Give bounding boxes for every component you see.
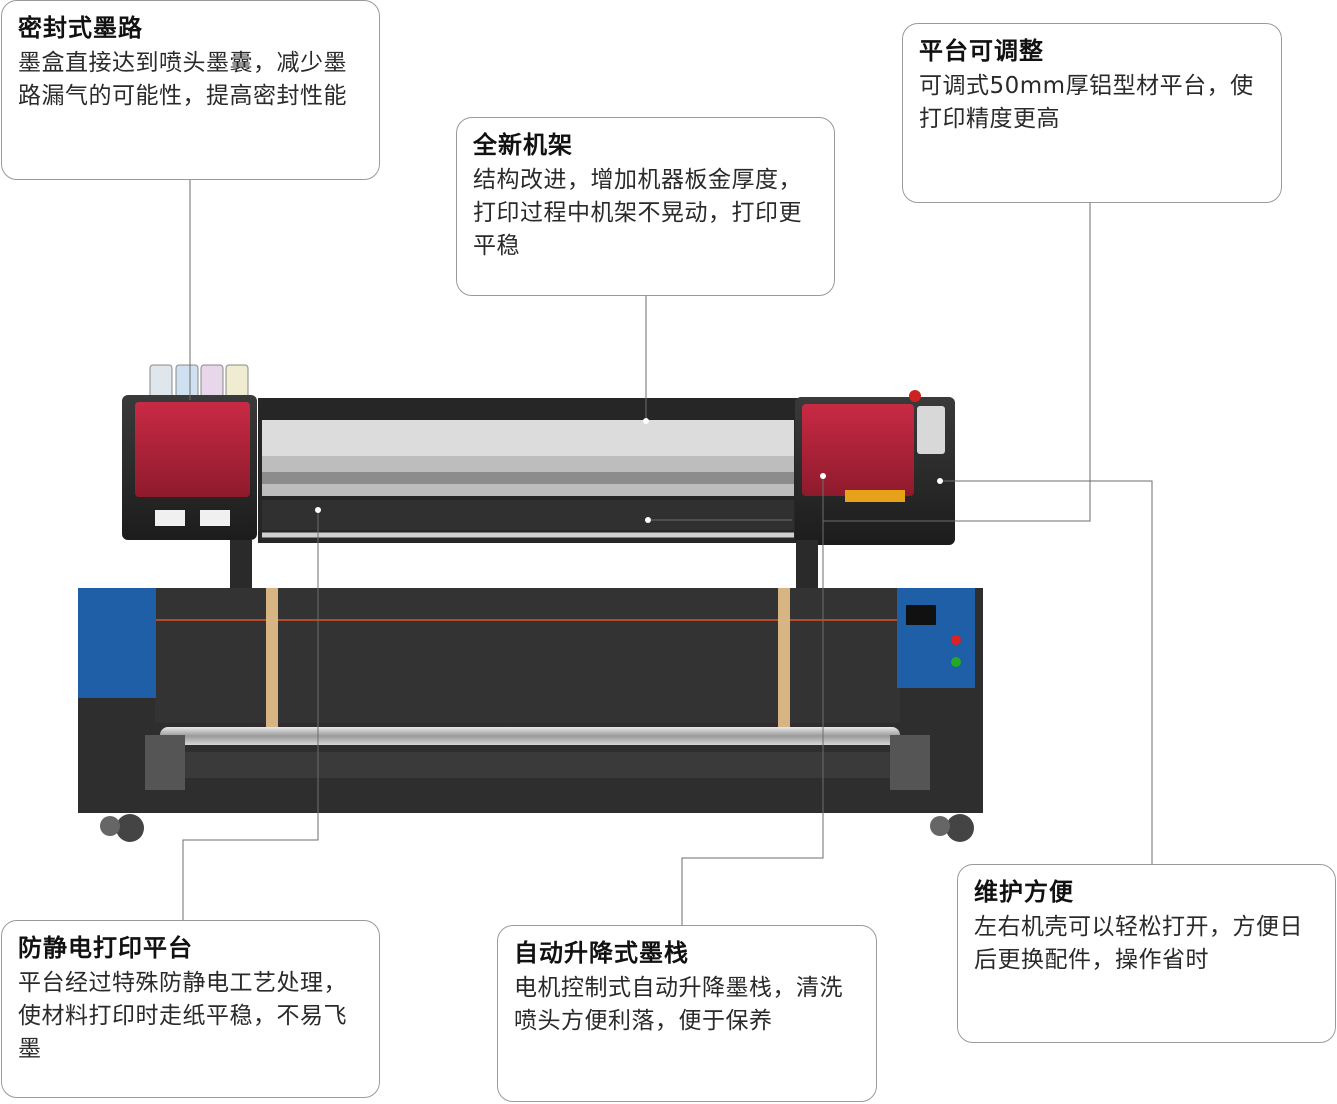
leader-lines [182, 180, 1153, 925]
callout-lifting-title: 自动升降式墨栈 [514, 939, 689, 967]
callout-platform-title: 平台可调整 [919, 37, 1044, 65]
callout-lifting: 自动升降式墨栈 电机控制式自动升降墨栈，清洗喷头方便利落，便于保养 [497, 925, 877, 1102]
drying-unit [78, 588, 983, 842]
callout-lifting-body: 电机控制式自动升降墨栈，清洗喷头方便利落，便于保养 [514, 975, 843, 1034]
callout-platform-body: 可调式50mm厚铝型材平台，使打印精度更高 [919, 73, 1254, 132]
callout-maintenance: 维护方便 左右机壳可以轻松打开，方便日后更换配件，操作省时 [957, 864, 1336, 1043]
callout-frame: 全新机架 结构改进，增加机器板金厚度，打印过程中机架不晃动，打印更平稳 [456, 117, 835, 296]
callout-antistatic-body: 平台经过特殊防静电工艺处理，使材料打印时走纸平稳，不易飞墨 [18, 970, 347, 1062]
leader-dots [315, 418, 943, 523]
callout-seal-title: 密封式墨路 [18, 14, 143, 42]
callout-antistatic: 防静电打印平台 平台经过特殊防静电工艺处理，使材料打印时走纸平稳，不易飞墨 [1, 920, 380, 1098]
callout-seal: 密封式墨路 墨盒直接达到喷头墨囊，减少墨路漏气的可能性，提高密封性能 [1, 0, 380, 180]
ink-cartridges [149, 364, 249, 400]
callout-frame-body: 结构改进，增加机器板金厚度，打印过程中机架不晃动，打印更平稳 [473, 167, 802, 259]
printer-stand [230, 540, 818, 590]
printer-head-unit [122, 390, 955, 545]
callout-seal-body: 墨盒直接达到喷头墨囊，减少墨路漏气的可能性，提高密封性能 [18, 50, 347, 109]
callout-platform: 平台可调整 可调式50mm厚铝型材平台，使打印精度更高 [902, 23, 1282, 203]
callout-maintenance-title: 维护方便 [974, 878, 1074, 906]
callout-frame-title: 全新机架 [473, 131, 573, 159]
callout-maintenance-body: 左右机壳可以轻松打开，方便日后更换配件，操作省时 [974, 914, 1303, 973]
callout-antistatic-title: 防静电打印平台 [18, 934, 193, 962]
